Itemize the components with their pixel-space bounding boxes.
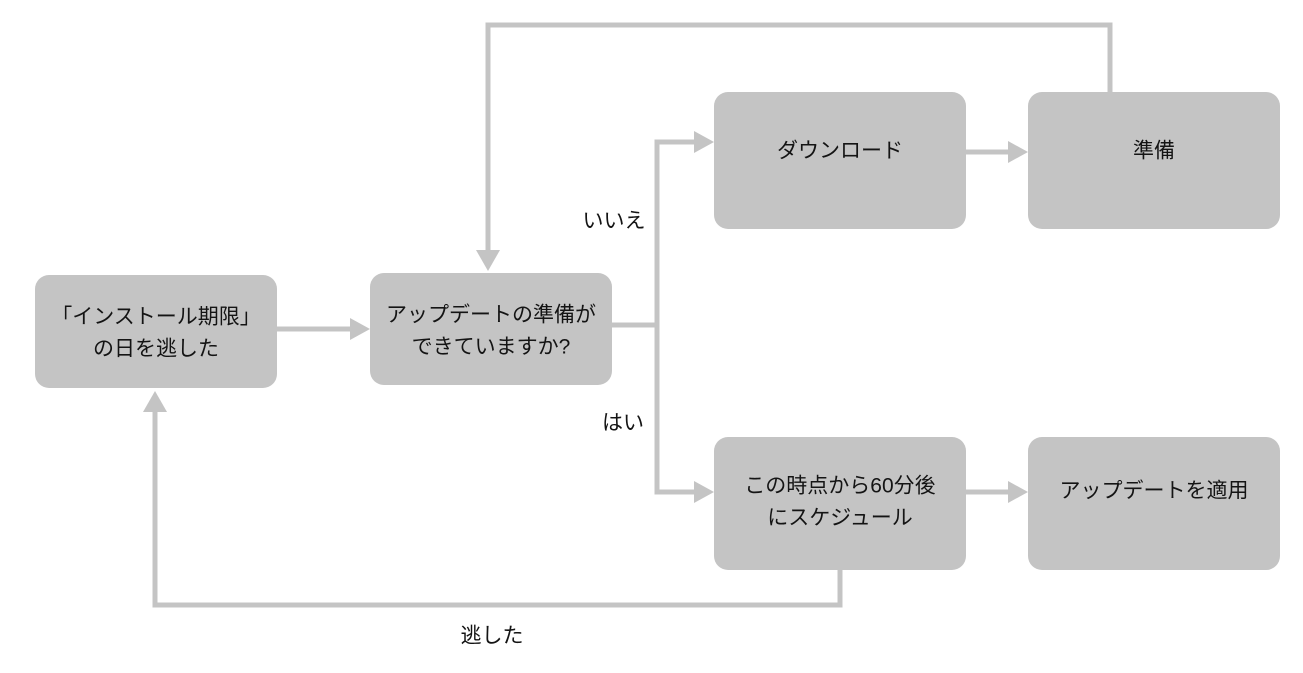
node-prepare[interactable]: 準備 bbox=[1028, 92, 1280, 229]
edge-question-to-schedule bbox=[654, 323, 714, 503]
edge-line-question-to-download bbox=[654, 139, 694, 327]
edge-label-no: いいえ bbox=[583, 210, 646, 233]
edge-deadline-to-question bbox=[277, 318, 370, 340]
node-label-download: ダウンロード bbox=[777, 140, 903, 163]
arrowhead-question-to-schedule bbox=[694, 481, 714, 503]
node-deadline-missed[interactable]: 「インストール期限」 の日を逃した bbox=[35, 275, 277, 388]
edge-question-to-download bbox=[654, 131, 714, 327]
node-download[interactable]: ダウンロード bbox=[714, 92, 966, 229]
node-shape-schedule-60-minutes[interactable] bbox=[714, 437, 966, 570]
node-shape-update-ready-question[interactable] bbox=[370, 273, 612, 385]
node-update-ready-question[interactable]: アップデートの準備が できていますか? bbox=[370, 273, 612, 385]
node-shape-deadline-missed[interactable] bbox=[35, 275, 277, 388]
node-shape-apply-update[interactable] bbox=[1028, 437, 1280, 570]
node-apply-update[interactable]: アップデートを適用 bbox=[1028, 437, 1280, 570]
node-shape-download[interactable] bbox=[714, 92, 966, 229]
arrowhead-deadline-to-question bbox=[350, 318, 370, 340]
edge-line-schedule-to-deadline bbox=[152, 412, 843, 608]
node-label-update-ready-question-line2: できていますか? bbox=[412, 336, 571, 359]
node-label-schedule-line2: にスケジュール bbox=[767, 507, 913, 530]
node-label-apply-update: アップデートを適用 bbox=[1060, 480, 1249, 503]
arrowhead-schedule-to-apply bbox=[1008, 481, 1028, 503]
arrowhead-download-to-prepare bbox=[1008, 141, 1028, 163]
arrowhead-schedule-to-deadline bbox=[143, 391, 167, 412]
edge-line-question-to-schedule bbox=[654, 323, 694, 495]
node-schedule-60-minutes[interactable]: この時点から60分後 にスケジュール bbox=[714, 437, 966, 570]
node-label-schedule-line1: この時点から60分後 bbox=[744, 475, 935, 498]
arrowhead-prepare-to-question bbox=[476, 250, 500, 271]
edge-label-missed: 逃した bbox=[461, 625, 524, 648]
edge-line-prepare-to-question bbox=[485, 22, 1113, 250]
edge-prepare-to-question bbox=[476, 22, 1113, 271]
node-label-prepare: 準備 bbox=[1133, 140, 1175, 163]
node-label-deadline-missed-line2: の日を逃した bbox=[93, 338, 219, 361]
node-shape-prepare[interactable] bbox=[1028, 92, 1280, 229]
node-label-deadline-missed-line1: 「インストール期限」 bbox=[51, 306, 261, 329]
node-label-update-ready-question-line1: アップデートの準備が bbox=[386, 304, 596, 327]
edge-schedule-to-apply bbox=[966, 481, 1028, 503]
edge-label-yes: はい bbox=[602, 412, 644, 435]
edge-download-to-prepare bbox=[966, 141, 1028, 163]
arrowhead-question-to-download bbox=[694, 131, 714, 153]
edge-schedule-to-deadline bbox=[143, 391, 843, 608]
